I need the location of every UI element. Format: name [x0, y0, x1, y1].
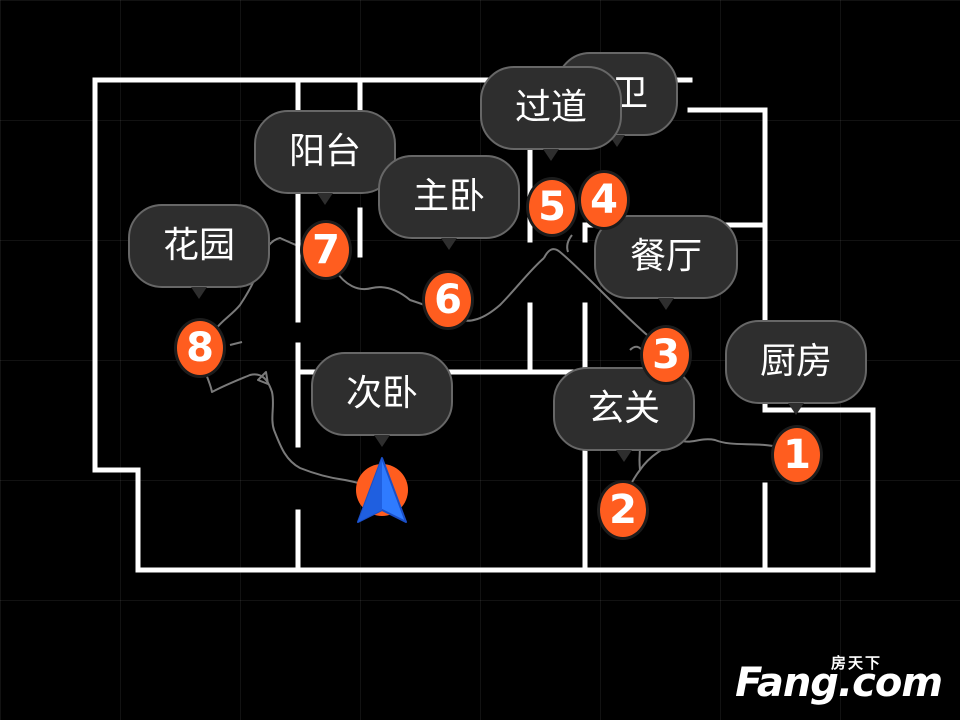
- room-tag-dining-room[interactable]: 餐厅: [594, 215, 738, 310]
- stop-pin-7[interactable]: 7: [300, 220, 352, 280]
- navigation-arrow-icon[interactable]: [350, 452, 414, 528]
- watermark-brand-cn: 房天下: [830, 654, 882, 672]
- room-tag-kitchen[interactable]: 厨房: [725, 320, 867, 415]
- stop-pin-2[interactable]: 2: [597, 480, 649, 540]
- stop-pin-5[interactable]: 5: [526, 177, 578, 237]
- brand-watermark: 房天下 Fang.com: [735, 654, 943, 706]
- room-tag-corridor[interactable]: 过道: [480, 66, 622, 161]
- stop-pin-4[interactable]: 4: [578, 170, 630, 230]
- room-tag-master-bedroom[interactable]: 主卧: [378, 155, 520, 250]
- room-tag-balcony[interactable]: 阳台: [254, 110, 396, 205]
- stop-pin-3[interactable]: 3: [640, 325, 692, 385]
- room-tag-second-bedroom[interactable]: 次卧: [311, 352, 453, 447]
- room-tag-garden[interactable]: 花园: [128, 204, 270, 299]
- watermark-brand-en: Fang.com: [735, 660, 943, 706]
- stop-pin-1[interactable]: 1: [771, 425, 823, 485]
- stop-pin-6[interactable]: 6: [422, 270, 474, 330]
- stop-pin-8[interactable]: 8: [174, 318, 226, 378]
